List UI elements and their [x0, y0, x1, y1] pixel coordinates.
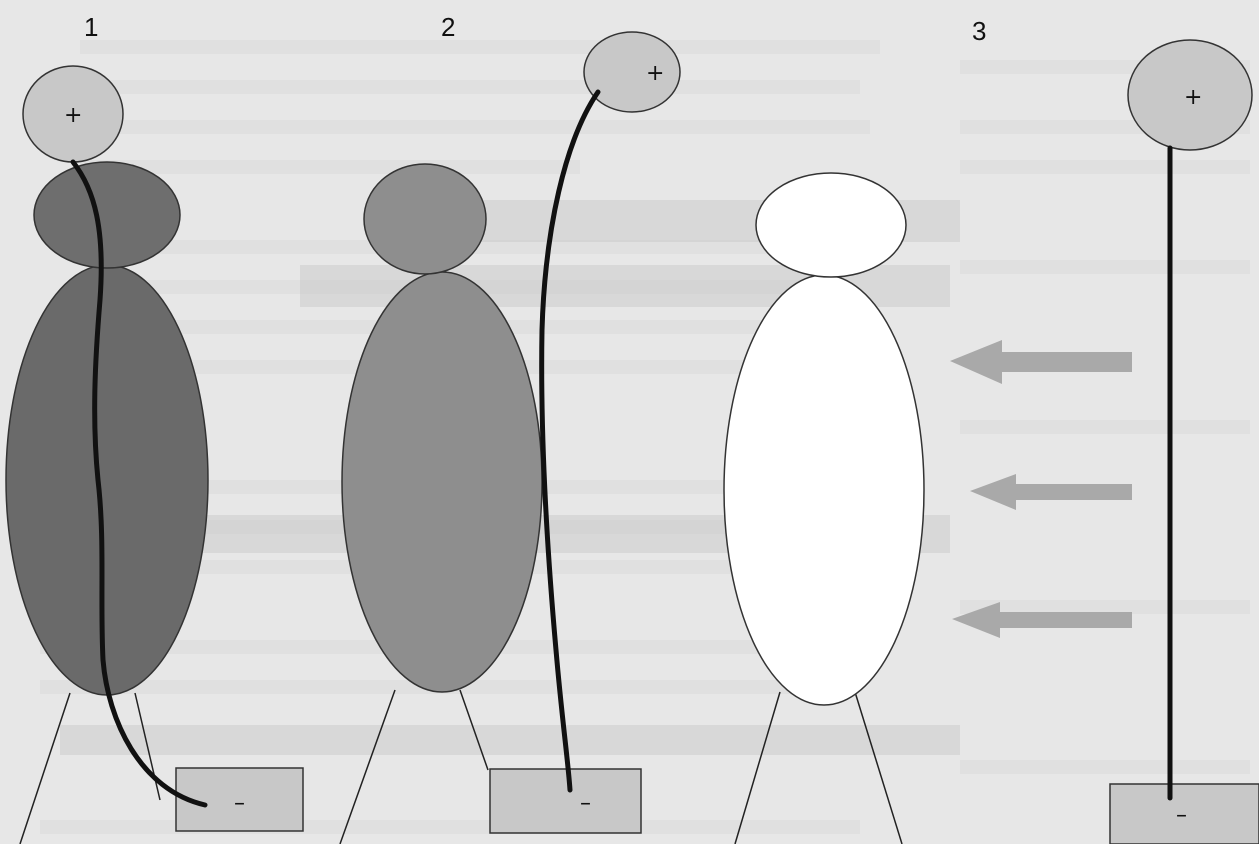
- panel-1-number: 1: [84, 12, 98, 42]
- panel-3-anode-sign: +: [1184, 85, 1202, 110]
- panel-3-head-segment: [756, 173, 906, 277]
- panel-2-head-segment: [364, 164, 486, 274]
- panel-3-trunk-segment: [724, 275, 924, 705]
- panel-2-cathode-sign: –: [580, 791, 591, 816]
- panel-2-anode-electrode: [584, 32, 680, 112]
- panel-1-cathode-sign: –: [234, 791, 245, 816]
- panel-2-number: 2: [441, 12, 455, 42]
- panel-2-cathode-plate: [490, 769, 641, 833]
- panel-2-trunk-segment: [342, 272, 542, 692]
- panel-2-anode-sign: +: [646, 61, 664, 86]
- panel-1-trunk-segment: [6, 265, 208, 695]
- panel-1-head-segment: [34, 162, 180, 268]
- panel-3-cathode-sign: –: [1176, 803, 1187, 828]
- panel-1-anode-sign: +: [64, 103, 82, 128]
- panel-3-number: 3: [972, 16, 986, 46]
